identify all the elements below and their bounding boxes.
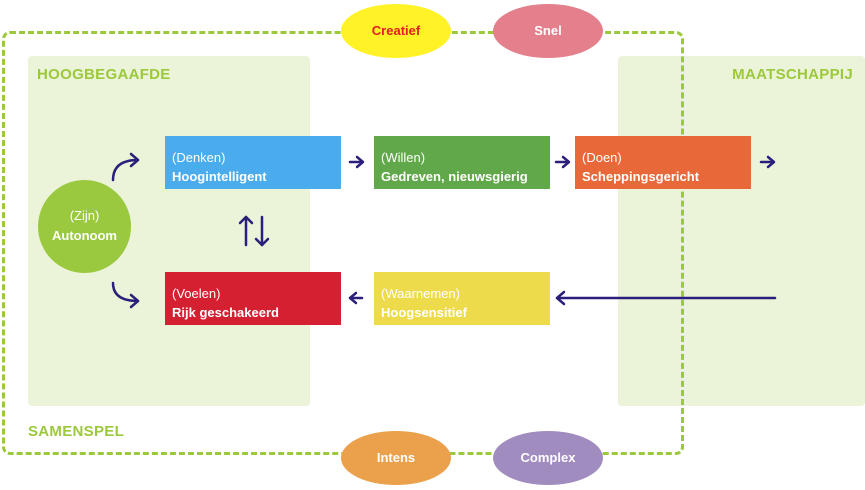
arrow-right-icon — [759, 155, 776, 169]
creatief-oval: Creatief — [341, 4, 451, 58]
maatschappij-heading: MAATSCHAPPIJ — [732, 66, 853, 83]
arrow-right-icon — [348, 155, 365, 169]
intens-oval: Intens — [341, 431, 451, 485]
willen-title: Gedreven, nieuwsgierig — [381, 169, 528, 184]
doen-label: (Doen) — [582, 150, 622, 165]
autonoom-title: Autonoom — [52, 228, 117, 243]
autonoom-node: (Zijn) Autonoom — [38, 180, 131, 273]
willen-box: (Willen) Gedreven, nieuwsgierig — [374, 136, 550, 189]
hoogbegaafde-heading: HOOGBEGAAFDE — [37, 66, 171, 83]
up-down-arrows-icon — [238, 215, 270, 247]
voelen-label: (Voelen) — [172, 286, 221, 301]
arrow-right-icon — [554, 155, 571, 169]
denken-box: (Denken) Hoogintelligent — [165, 136, 341, 189]
complex-oval: Complex — [493, 431, 603, 485]
samenspel-heading: SAMENSPEL — [28, 423, 125, 440]
arrow-left-icon — [348, 291, 364, 305]
snel-oval: Snel — [493, 4, 603, 58]
arrow-left-icon — [555, 290, 777, 306]
denken-title: Hoogintelligent — [172, 169, 267, 184]
voelen-title: Rijk geschakeerd — [172, 305, 279, 320]
waarnemen-title: Hoogsensitief — [381, 305, 467, 320]
waarnemen-label: (Waarnemen) — [381, 286, 460, 301]
willen-label: (Willen) — [381, 150, 426, 165]
doen-box: (Doen) Scheppingsgericht — [575, 136, 751, 189]
curved-arrow-down-right-icon — [111, 281, 140, 309]
doen-title: Scheppingsgericht — [582, 169, 700, 184]
voelen-box: (Voelen) Rijk geschakeerd — [165, 272, 341, 325]
waarnemen-box: (Waarnemen) Hoogsensitief — [374, 272, 550, 325]
denken-label: (Denken) — [172, 150, 226, 165]
autonoom-label: (Zijn) — [69, 208, 100, 223]
maatschappij-panel — [618, 56, 865, 406]
curved-arrow-up-right-icon — [111, 152, 140, 182]
